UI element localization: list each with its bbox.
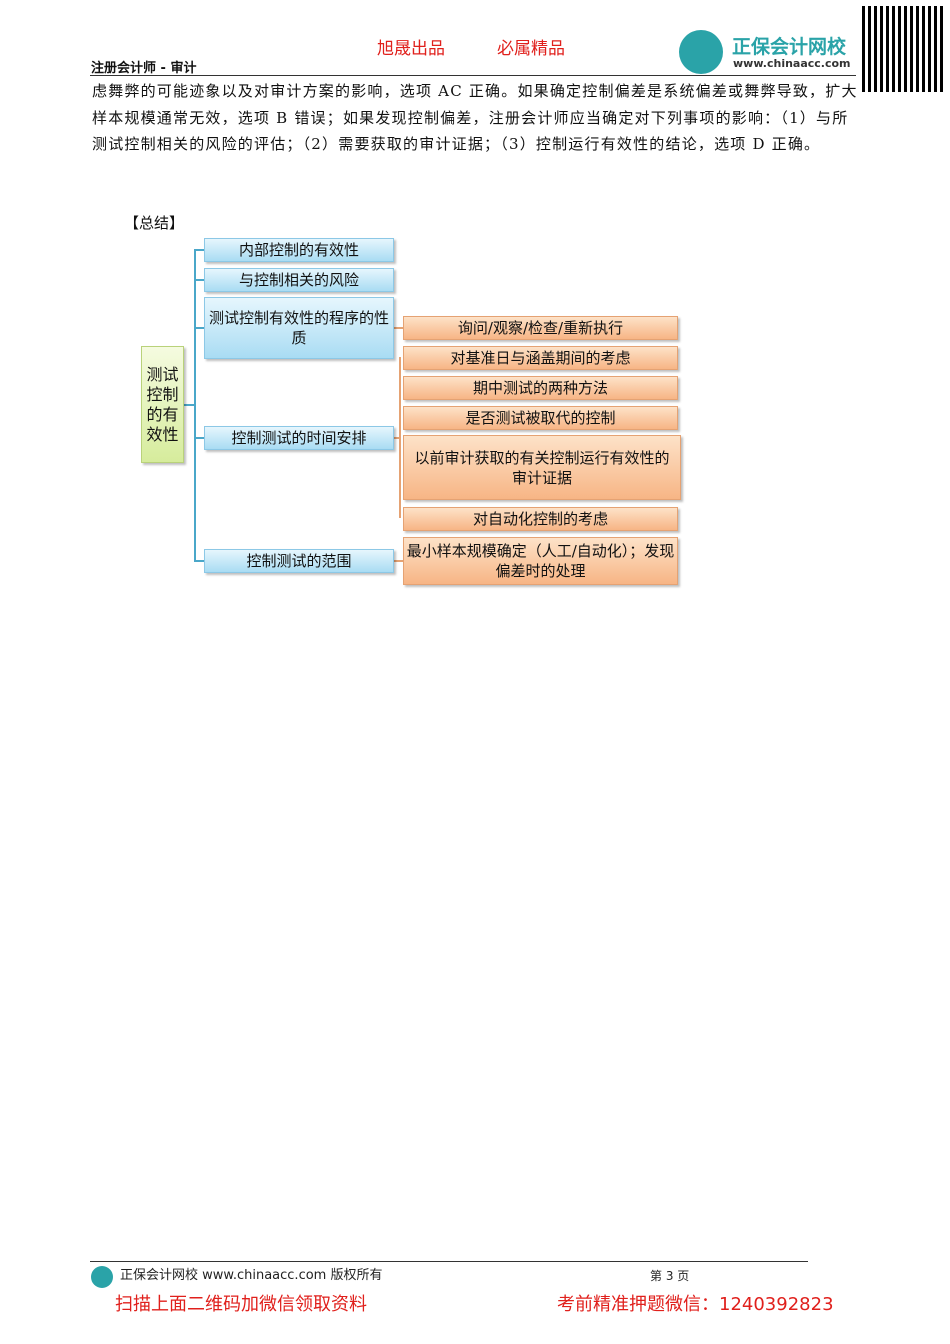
leaf-node: 期中测试的两种方法	[403, 376, 678, 400]
summary-label: 【总结】	[124, 214, 185, 232]
leaf-node: 对自动化控制的考虑	[403, 507, 678, 531]
branch-node: 控制测试的时间安排	[204, 426, 394, 450]
connector	[194, 327, 204, 329]
leaf-node: 询问/观察/检查/重新执行	[403, 316, 678, 340]
subject-title: 注册会计师 - 审计	[91, 61, 197, 76]
footer-promo-left: 扫描上面二维码加微信领取资料	[115, 1294, 367, 1315]
header-slogan-right: 必属精品	[497, 39, 565, 59]
connector	[399, 357, 401, 518]
logo-url: www.chinaacc.com	[733, 57, 851, 70]
connector	[194, 279, 204, 281]
connector	[394, 327, 403, 329]
leaf-node: 最小样本规模确定（人工/自动化）；发现偏差时的处理	[403, 537, 678, 585]
qr-code	[862, 6, 944, 92]
connector	[194, 437, 204, 439]
connector	[394, 437, 400, 439]
leaf-node: 以前审计获取的有关控制运行有效性的审计证据	[403, 435, 681, 500]
logo-icon	[679, 30, 723, 74]
root-node: 测试控制的有效性	[141, 346, 184, 463]
connector	[194, 560, 204, 562]
footer-rule	[90, 1261, 808, 1262]
footer-copyright: 正保会计网校 www.chinaacc.com 版权所有	[120, 1268, 383, 1283]
footer-logo-icon	[91, 1266, 113, 1288]
connector	[194, 249, 196, 561]
page-number: 第 3 页	[650, 1269, 690, 1283]
connector	[194, 249, 204, 251]
footer-promo-right: 考前精准押题微信：1240392823	[557, 1294, 834, 1315]
header-rule	[90, 75, 856, 76]
branch-node: 内部控制的有效性	[204, 238, 394, 262]
branch-node: 控制测试的范围	[204, 549, 394, 573]
leaf-node: 是否测试被取代的控制	[403, 406, 678, 430]
answer-paragraph: 虑舞弊的可能迹象以及对审计方案的影响，选项 AC 正确。如果确定控制偏差是系统偏…	[92, 82, 858, 153]
logo-text: 正保会计网校	[732, 36, 847, 58]
leaf-node: 对基准日与涵盖期间的考虑	[403, 346, 678, 370]
header-slogan-left: 旭晟出品	[377, 39, 445, 59]
branch-node: 测试控制有效性的程序的性质	[204, 297, 394, 359]
branch-node: 与控制相关的风险	[204, 268, 394, 292]
connector	[184, 404, 195, 406]
connector	[394, 560, 403, 562]
